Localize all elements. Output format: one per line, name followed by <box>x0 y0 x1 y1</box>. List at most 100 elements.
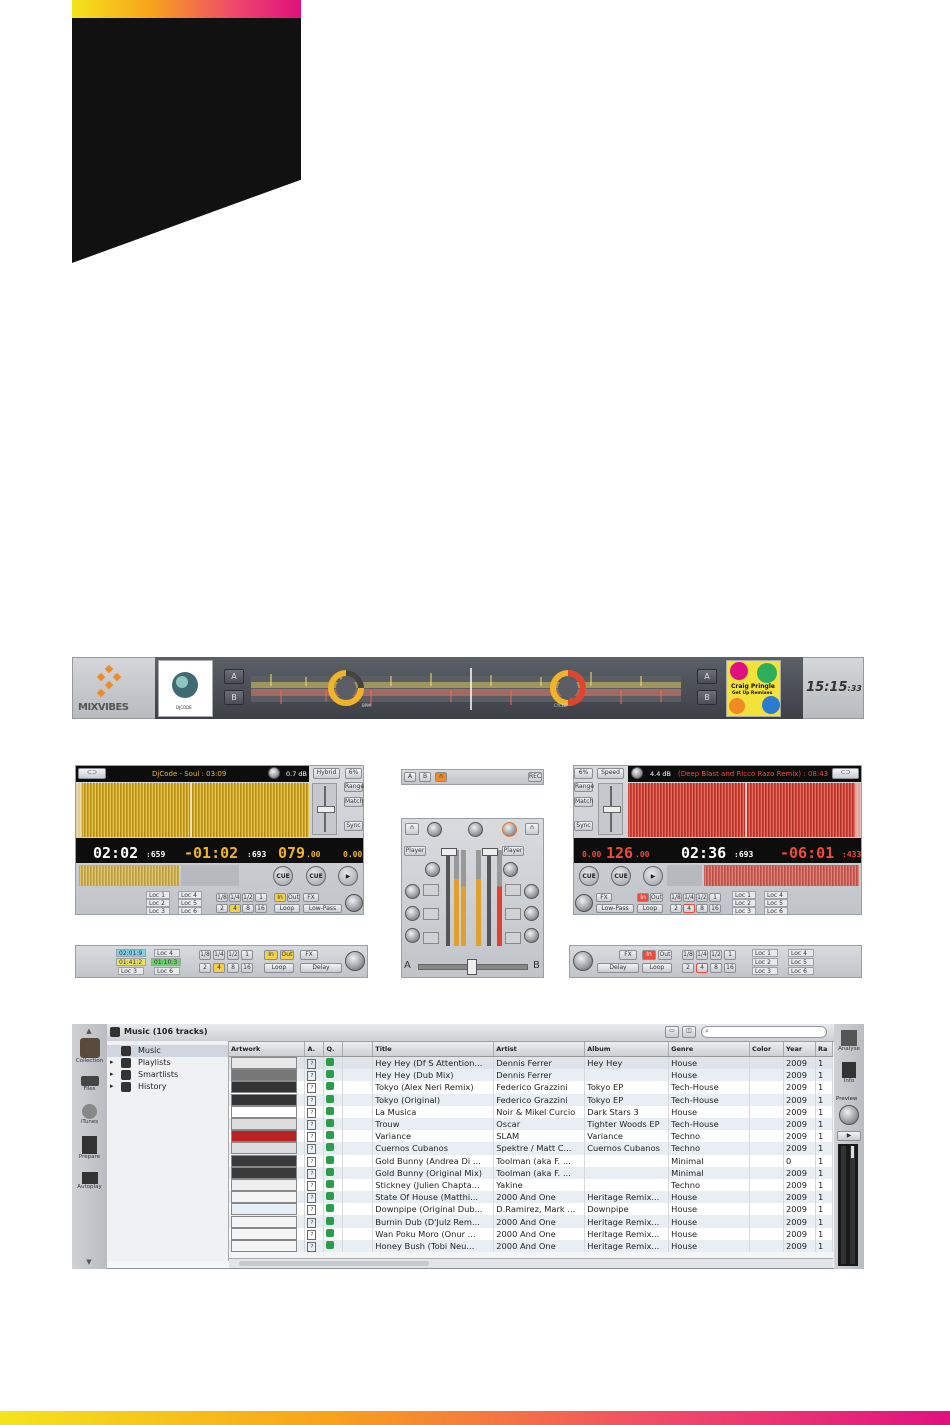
headphone-icon[interactable]: ∩ <box>435 772 447 782</box>
fx-b-loop-1-4[interactable]: 1/4 <box>696 950 708 960</box>
deck-a-loop-1-4[interactable]: 1/4 <box>229 893 241 902</box>
expand-icon[interactable]: ▸ <box>110 1058 114 1066</box>
deck-b-loc-6[interactable]: Loc 6 <box>764 907 788 915</box>
tree-item-smartlists[interactable]: ▸ Smartlists <box>107 1069 228 1081</box>
deck-a-play-button[interactable]: ▶ <box>338 866 358 886</box>
deck-b-range-button[interactable]: Range <box>574 782 595 792</box>
mixer-b-button[interactable]: B <box>419 772 431 782</box>
mixer-gain-right-knob[interactable] <box>502 822 517 837</box>
fx-b-loc-4[interactable]: Loc 4 <box>788 949 814 957</box>
deck-a-mode-button[interactable]: Hybrid <box>313 768 340 779</box>
fx-a-cue-b[interactable]: 01:41:2 <box>116 958 146 966</box>
tree-item-playlists[interactable]: ▸ Playlists <box>107 1057 228 1069</box>
deck-b-assign-a-button[interactable]: A <box>697 669 717 684</box>
column-header[interactable]: Title <box>372 1042 495 1057</box>
mixer-a-button[interactable]: A <box>404 772 416 782</box>
mixer-eq-low-right[interactable] <box>524 928 539 943</box>
table-row[interactable]: ?Hey Hey (Df S Attention...Dennis Ferrer… <box>229 1056 833 1070</box>
deck-b-loop-2[interactable]: 2 <box>670 904 682 913</box>
sidebar-item-autoplay[interactable]: Autoplay <box>72 1172 107 1190</box>
column-header[interactable]: Ra <box>815 1042 833 1057</box>
deck-b-cue-button[interactable]: CUE <box>579 866 599 886</box>
deck-a-loop-1-8[interactable]: 1/8 <box>216 893 228 902</box>
overview-waveform[interactable] <box>251 668 681 710</box>
sidebar-item-itunes[interactable]: iTunes <box>72 1104 107 1125</box>
deck-a-pitch-range-pct[interactable]: 6% <box>345 768 362 779</box>
analyse-button[interactable]: Analyse <box>834 1030 864 1052</box>
fx-a-fx-button[interactable]: FX <box>300 950 318 960</box>
mixer-eq-low-left[interactable] <box>405 928 420 943</box>
mixer-eq-mid-left[interactable] <box>405 906 420 921</box>
tree-item-music[interactable]: Music <box>107 1045 228 1057</box>
deck-b-waveform[interactable] <box>628 783 861 837</box>
deck-a-sync-button[interactable]: Sync <box>344 821 363 831</box>
fx-b-loop-1-2[interactable]: 1/2 <box>710 950 722 960</box>
preview-volume-knob[interactable] <box>839 1105 859 1125</box>
deck-a-assign-b-button[interactable]: B <box>224 690 244 705</box>
fx-b-in[interactable]: In <box>642 950 656 960</box>
deck-b-loop-1-8[interactable]: 1/8 <box>670 893 682 902</box>
mixer-channel-fader-left[interactable] <box>441 848 457 946</box>
table-row[interactable]: ?Downpipe (Original Dub...D.Ramirez, Mar… <box>229 1203 833 1216</box>
deck-b-loop-4[interactable]: 4 <box>683 904 695 913</box>
fx-a-loop-1[interactable]: 1 <box>241 950 253 960</box>
fx-a-loop-8[interactable]: 8 <box>227 963 239 973</box>
mixer-headphone-right-icon[interactable]: ∩ <box>525 823 539 835</box>
deck-a-gain-knob[interactable] <box>268 767 280 779</box>
deck-a-assign-a-button[interactable]: A <box>224 669 244 684</box>
fx-a-loop-4[interactable]: 4 <box>213 963 225 973</box>
deck-b-loop-out[interactable]: Out <box>650 893 663 902</box>
fx-a-knob[interactable] <box>345 951 365 971</box>
mixer-headphone-left-icon[interactable]: ∩ <box>405 823 419 835</box>
expand-icon[interactable]: ▸ <box>110 1082 114 1090</box>
mixer-master-knob[interactable] <box>468 822 483 837</box>
fx-a-loop-1-8[interactable]: 1/8 <box>199 950 211 960</box>
sidebar-item-files[interactable]: Files <box>72 1076 107 1092</box>
expand-icon[interactable]: ▸ <box>110 1070 114 1078</box>
deck-a-loop-button[interactable]: Loop <box>274 904 300 913</box>
view-list-icon[interactable]: ▭ <box>665 1026 679 1038</box>
deck-b-speed-button[interactable]: Speed <box>597 768 624 779</box>
deck-b-loop-1-2[interactable]: 1/2 <box>696 893 708 902</box>
deck-b-loop-1-4[interactable]: 1/4 <box>683 893 695 902</box>
mixer-eq-mid-right[interactable] <box>524 906 539 921</box>
fx-a-loop[interactable]: Loop <box>264 963 294 973</box>
fx-b-effect-select[interactable]: Delay <box>597 963 639 973</box>
deck-a-pitch-slider[interactable] <box>312 783 337 835</box>
deck-a-loc-2[interactable]: Loc 2 <box>146 899 170 907</box>
deck-b-gain-knob[interactable] <box>631 767 643 779</box>
fx-a-loop-1-4[interactable]: 1/4 <box>213 950 225 960</box>
mixer-player-left[interactable]: Player <box>404 846 426 856</box>
fx-b-loc-2[interactable]: Loc 2 <box>752 958 778 966</box>
deck-b-cd-button[interactable]: ⊂⊃ <box>832 768 859 779</box>
column-header[interactable] <box>342 1042 374 1057</box>
deck-a-loop-16[interactable]: 16 <box>255 904 267 913</box>
deck-a-cue-button[interactable]: CUE <box>273 866 293 886</box>
sidebar-item-collection[interactable]: Collection <box>72 1038 107 1064</box>
fx-a-loop-1-2[interactable]: 1/2 <box>227 950 239 960</box>
deck-b-cue2-button[interactable]: CUE <box>611 866 631 886</box>
mixer-eq-high-left[interactable] <box>405 884 420 899</box>
deck-a-loc-6[interactable]: Loc 6 <box>178 907 202 915</box>
column-header[interactable]: Color <box>749 1042 784 1057</box>
deck-b-fx-knob[interactable] <box>575 894 593 912</box>
deck-b-loop-in[interactable]: In <box>637 893 649 902</box>
deck-b-loc-3[interactable]: Loc 3 <box>732 907 756 915</box>
fx-b-out[interactable]: Out <box>658 950 672 960</box>
deck-a-loop-8[interactable]: 8 <box>242 904 254 913</box>
deck-b-loop-1[interactable]: 1 <box>709 893 721 902</box>
deck-b-assign-b-button[interactable]: B <box>697 690 717 705</box>
fx-b-loc-1[interactable]: Loc 1 <box>752 949 778 957</box>
library-search-input[interactable] <box>701 1026 827 1038</box>
fx-a-loc-6[interactable]: Loc 6 <box>154 967 180 975</box>
column-header[interactable]: Album <box>584 1042 670 1057</box>
column-header[interactable]: Genre <box>668 1042 751 1057</box>
sidebar-item-prepare[interactable]: Prepare <box>72 1136 107 1160</box>
mixer-trim-left-knob[interactable] <box>425 862 440 877</box>
fx-b-loop-1[interactable]: 1 <box>724 950 736 960</box>
